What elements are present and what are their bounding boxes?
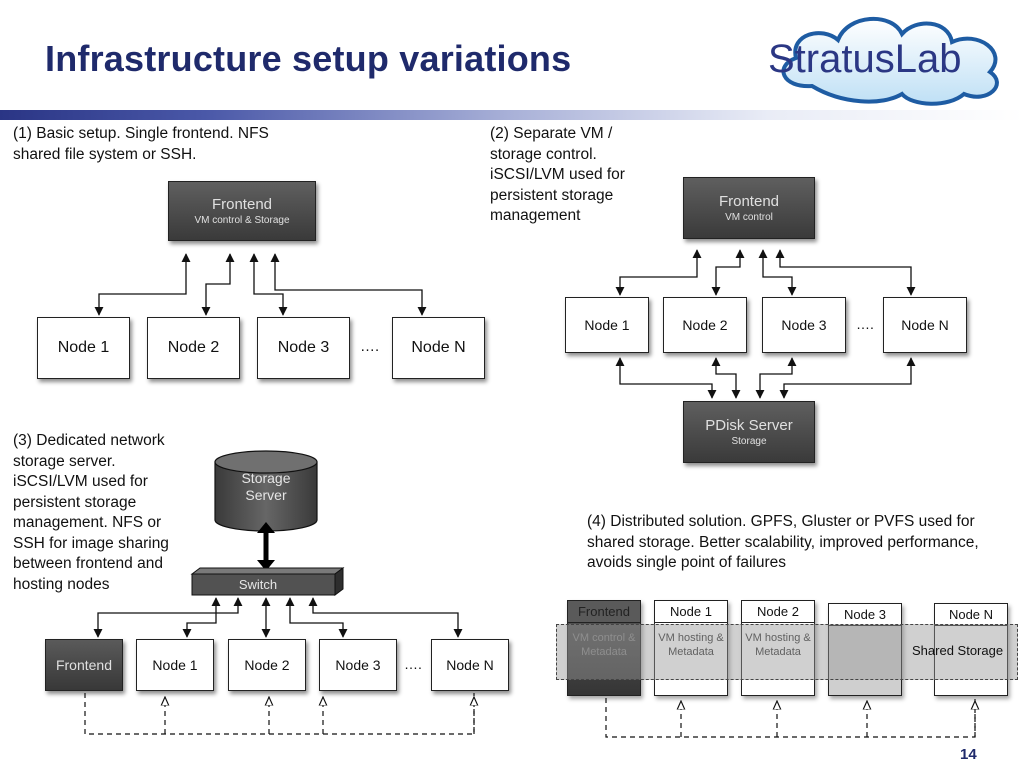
- setup4-column-head: Frontend: [568, 601, 640, 623]
- svg-text:StratusLab: StratusLab: [768, 37, 961, 81]
- svg-text:Server: Server: [245, 487, 287, 503]
- setup2-pdisk-title: PDisk Server: [705, 417, 793, 434]
- setup1-caption: (1) Basic setup. Single frontend. NFS sh…: [13, 125, 269, 163]
- setup2-node-3: Node 3: [762, 297, 846, 353]
- s2-top-node2: [711, 249, 745, 296]
- setup4-shared-storage-label: Shared Storage: [912, 643, 1004, 658]
- setup2-node-2: Node 2: [663, 297, 747, 353]
- s2-bot-node3: [755, 357, 797, 399]
- setup3-ellipsis: ….: [404, 656, 422, 672]
- s3-dashed-bus: [84, 693, 475, 735]
- setup4-column-head: Node N: [935, 604, 1007, 626]
- s1-link-nodeN: [270, 253, 427, 316]
- setup2-ellipsis: ….: [856, 316, 874, 332]
- setup3-frontend: Frontend: [45, 639, 123, 691]
- setup4-node-2-column: Node 2 VM hosting & Metadata: [741, 600, 815, 696]
- svg-text:Switch: Switch: [239, 577, 277, 592]
- setup3-node-3: Node 3: [319, 639, 397, 691]
- setup4-node-n-column: Node N: [934, 603, 1008, 696]
- s3-link-frontend: [93, 597, 243, 638]
- setup3-node-2: Node 2: [228, 639, 306, 691]
- setup4-column-body: VM hosting & Metadata: [745, 632, 811, 658]
- s1-link-node3: [249, 253, 288, 316]
- setup4-column-body: VM hosting & Metadata: [658, 632, 724, 658]
- setup2-caption: (2) Separate VM / storage control. iSCSI…: [490, 125, 625, 224]
- s1-link-node2: [201, 253, 235, 316]
- setup4-column-head: Node 3: [829, 604, 901, 626]
- setup1-frontend-title: Frontend: [211, 196, 273, 213]
- setup1-node-2: Node 2: [147, 317, 240, 379]
- s4-dashed-bus: [605, 698, 976, 738]
- setup4-caption: (4) Distributed solution. GPFS, Gluster …: [587, 513, 979, 571]
- setup1-ellipsis: ….: [360, 338, 380, 355]
- setup4-node-3-column: Node 3: [828, 603, 902, 696]
- s3-link-nodeN: [308, 597, 463, 638]
- setup1-node-3: Node 3: [257, 317, 350, 379]
- setup1-node-n: Node N: [392, 317, 485, 379]
- s1-link-node1: [94, 253, 191, 316]
- setup2-pdisk-subtitle: Storage: [731, 436, 767, 447]
- s2-top-node3: [758, 249, 797, 296]
- setup4-column-head: Node 1: [655, 601, 727, 623]
- s2-bot-node2: [711, 357, 741, 399]
- s2-bot-nodeN: [779, 357, 916, 399]
- setup3-caption: (3) Dedicated network storage server. iS…: [13, 432, 169, 593]
- storage-server-cylinder: Storage Server: [214, 450, 318, 532]
- setup1-frontend: Frontend VM control & Storage: [168, 181, 316, 241]
- slide-title: Infrastructure setup variations: [45, 38, 572, 79]
- setup2-node-1: Node 1: [565, 297, 649, 353]
- storage-switch-link: [257, 522, 275, 571]
- setup2-frontend-subtitle: VM control: [725, 212, 773, 223]
- s2-top-nodeN: [775, 249, 916, 296]
- setup4-column-body: VM control & Metadata: [572, 632, 636, 658]
- setup3-node-n: Node N: [431, 639, 509, 691]
- setup2-frontend: Frontend VM control: [683, 177, 815, 239]
- switch-box: Switch: [190, 567, 345, 596]
- title-divider-bar: [0, 110, 1024, 120]
- setup4-column-head: Node 2: [742, 601, 814, 623]
- setup1-node-1: Node 1: [37, 317, 130, 379]
- setup4-shared-storage-band: [556, 624, 1018, 680]
- setup4-frontend-column: Frontend VM control & Metadata: [567, 600, 641, 696]
- svg-text:Storage: Storage: [241, 470, 290, 486]
- setup1-frontend-subtitle: VM control & Storage: [194, 215, 290, 226]
- s3-link-node1: [182, 597, 221, 638]
- setup4-node-1-column: Node 1 VM hosting & Metadata: [654, 600, 728, 696]
- setup2-pdisk-server: PDisk Server Storage: [683, 401, 815, 463]
- stratuslab-logo: StratusLab: [768, 17, 999, 106]
- s2-top-node1: [615, 249, 702, 296]
- setup3-node-1: Node 1: [136, 639, 214, 691]
- setup2-frontend-title: Frontend: [718, 193, 780, 210]
- s2-bot-node1: [615, 357, 717, 399]
- s3-link-node3: [285, 597, 348, 638]
- setup2-node-n: Node N: [883, 297, 967, 353]
- page-number: 14: [960, 746, 977, 763]
